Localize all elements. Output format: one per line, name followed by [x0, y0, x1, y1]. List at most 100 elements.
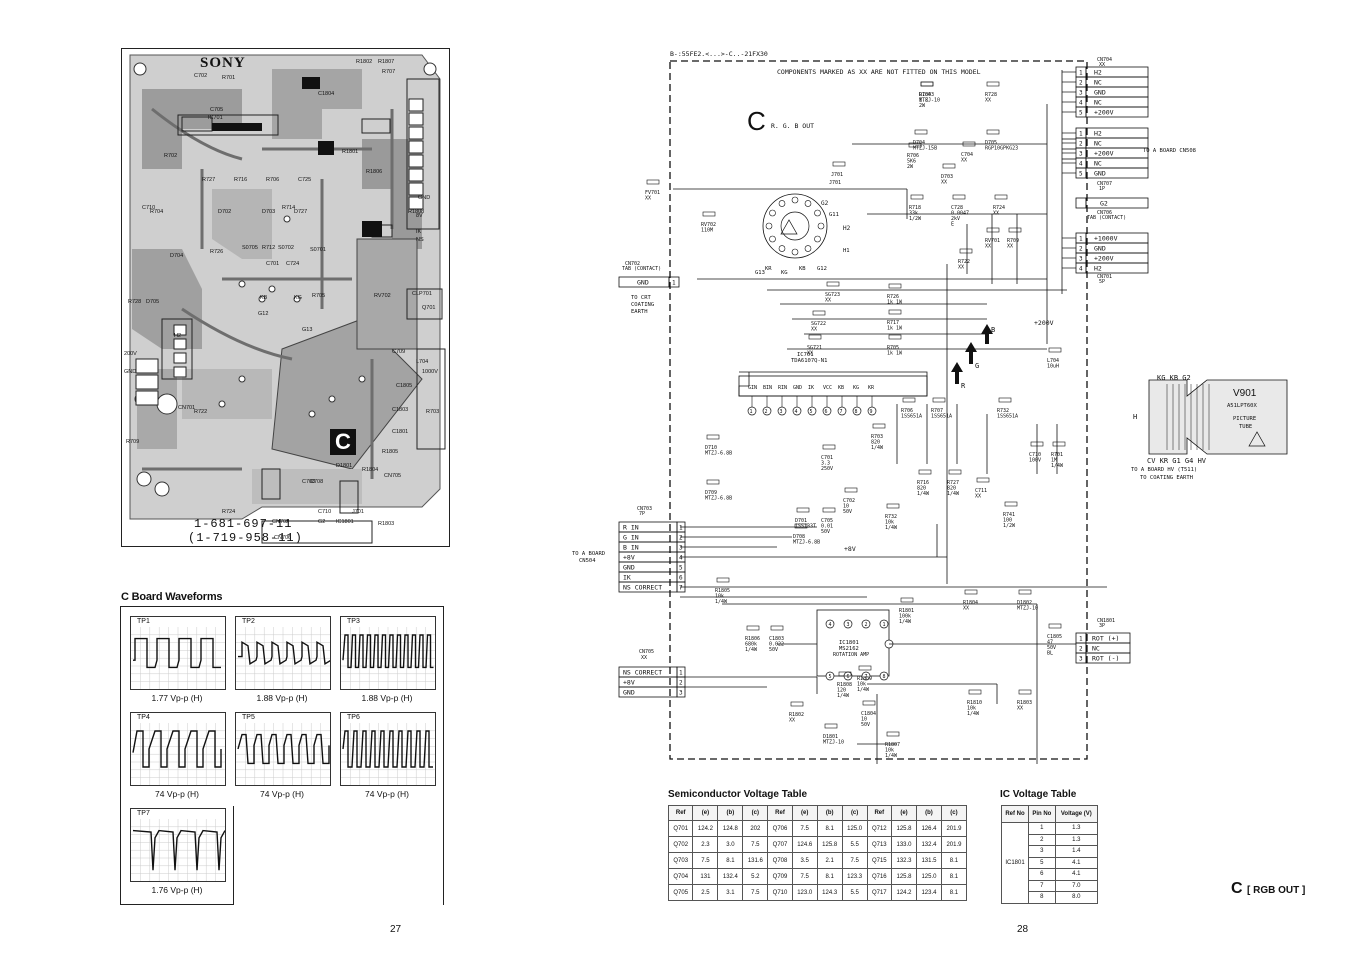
table-cell: 1.4 [1054, 845, 1099, 858]
crt-socket [762, 193, 828, 259]
table-cell: Q706 [767, 820, 793, 837]
connector-sub: XX [1099, 62, 1105, 68]
table-cell: 6 [1028, 868, 1056, 881]
ic-pin-number: 2 [765, 409, 768, 415]
connector-pin-name: GND [1094, 245, 1106, 253]
component-symbol [1018, 589, 1032, 595]
fitting-note: COMPONENTS MARKED AS XX ARE NOT FITTED O… [777, 68, 981, 76]
table-cell: 124.6 [791, 836, 818, 853]
table-cell: 3.0 [717, 836, 744, 853]
component-symbol [900, 597, 914, 603]
ic-pin-number: 7 [840, 409, 843, 415]
table-cell: 7 [1028, 879, 1056, 892]
component-symbol [646, 179, 660, 185]
component-box [738, 375, 928, 397]
component-box [668, 276, 680, 288]
pcb-label: C709 [392, 349, 406, 355]
beam-label: R [961, 382, 966, 390]
socket-label: KR [765, 266, 772, 272]
pcb-label: D1801 [336, 463, 353, 469]
connector-pin-name: ROT (-) [1092, 655, 1119, 663]
table-cell: Q717 [866, 884, 893, 901]
table-header: (b) [915, 805, 942, 821]
table-cell: 124.3 [816, 884, 843, 901]
socket-label: H1 [843, 248, 850, 254]
connector-pin-name: R IN [623, 524, 639, 532]
table-header: Pin No [1028, 805, 1056, 823]
connector-pin-number: 4 [1079, 266, 1083, 273]
waveform-tp-label: TP7 [137, 810, 150, 817]
pcb-label: C1804 [318, 91, 335, 97]
tube-model: A51LPT60X [1227, 403, 1257, 409]
connector-ref: CN704 [1097, 57, 1112, 63]
connector-pin-name: H2 [1094, 265, 1102, 273]
table-cell: Q712 [866, 820, 893, 837]
pcb-label: C1805 [396, 383, 413, 389]
pcb-label: G2 [318, 519, 326, 525]
socket-label: H2 [843, 225, 851, 232]
table-cell: 123.4 [915, 884, 942, 901]
connector-pin-number: 1 [1079, 70, 1083, 77]
connector-sub: 5P [1099, 279, 1105, 285]
pcb-label: CN705 [384, 473, 402, 479]
table-header: (e) [791, 805, 818, 821]
component-symbol [952, 194, 966, 200]
ic-pin-number: 5 [810, 409, 813, 415]
table-cell: 131.5 [915, 852, 942, 869]
component-symbol [824, 723, 838, 729]
ic-pin [825, 619, 835, 629]
socket-pin [814, 209, 821, 217]
page-number-left: 27 [390, 924, 402, 935]
pcb-label: R1804 [362, 467, 379, 473]
table-cell: 124.8 [717, 820, 744, 837]
component-symbol [832, 161, 846, 167]
power-rail-label: +8V [844, 545, 856, 553]
table-cell: 5.2 [742, 868, 769, 885]
ic-pin-name: RIN [778, 385, 787, 391]
table-cell: 2 [1028, 833, 1056, 846]
socket-label: G11 [829, 212, 839, 218]
table-cell: 125.8 [891, 820, 917, 837]
pcb-label: 1000V [422, 369, 438, 375]
component-symbol [902, 397, 916, 403]
pcb-label: R1806 [366, 169, 383, 175]
connector-pin-name: GND [623, 564, 635, 572]
ic-pin-number: 6 [847, 674, 850, 680]
component-symbol [838, 671, 852, 677]
socket-pin [769, 209, 776, 217]
component-symbol [914, 129, 928, 135]
table-cell: 8.1 [816, 820, 843, 837]
socket-pin [778, 245, 786, 252]
table-cell: 123.0 [791, 884, 818, 901]
ic-pin-number: 7 [865, 674, 868, 680]
connector-sub: TAB (CONTACT) [1087, 215, 1126, 221]
ic-pin-name: KR [868, 385, 875, 391]
table-cell: Q715 [866, 852, 893, 869]
socket-pin [765, 222, 773, 230]
socket-pin [791, 196, 799, 204]
table-header: Ref [866, 805, 893, 821]
pcb-label: C1801 [392, 429, 409, 435]
ic-part: MS2162 [839, 646, 859, 652]
table-header: Ref No [1000, 805, 1030, 823]
power-rail-label: +200V [1034, 319, 1054, 327]
socket-pin [769, 235, 776, 243]
ic-pin-number: 4 [795, 409, 798, 415]
section-mark-label: [ RGB OUT ] [1247, 885, 1306, 896]
connector-pin-number: 3 [679, 690, 683, 697]
connector-pin-number: 1 [1079, 236, 1083, 243]
pcb-label: D727 [294, 209, 308, 215]
component-symbol [822, 444, 836, 450]
pcb-label: C701 [266, 261, 280, 267]
